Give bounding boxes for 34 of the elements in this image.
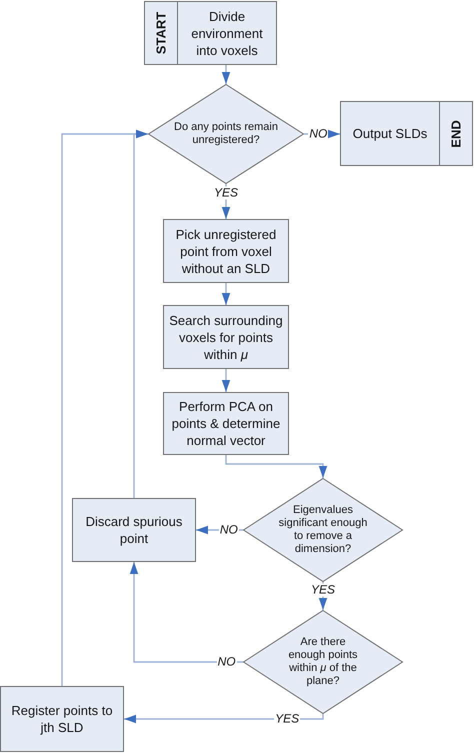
decision-text: Are there enough points within μ of the plane? — [288, 636, 358, 688]
arrow — [130, 562, 243, 663]
edge-label: NO — [308, 128, 328, 140]
arrow — [61, 130, 148, 686]
box-text: Output SLDs — [352, 125, 428, 142]
terminal-label: END — [448, 120, 464, 148]
terminal-label: START — [154, 12, 168, 54]
box-text: Search surrounding voxels for points within μ — [168, 312, 284, 362]
process-box — [163, 305, 289, 369]
process-box — [0, 686, 124, 752]
box-text: Discard spurious point — [85, 513, 183, 547]
arrow — [222, 369, 230, 392]
box-text: Perform PCA on points & determine normal vector — [171, 398, 281, 449]
decision-diamond — [243, 610, 403, 714]
edge-label: YES — [310, 584, 336, 597]
edge-label: NO — [216, 656, 237, 668]
arrow — [225, 455, 328, 478]
process-box — [72, 498, 196, 562]
arrow — [222, 283, 230, 305]
terminal-box — [144, 1, 277, 65]
edge-label: YES — [213, 186, 239, 200]
terminal-box — [340, 101, 473, 166]
edge-label: NO — [218, 524, 239, 536]
edge-label: YES — [274, 712, 300, 726]
decision-text: Eigenvalues significant enough to remove a dimension? — [278, 504, 368, 556]
process-box — [163, 219, 289, 283]
box-text: Register points to jth SLD — [10, 702, 114, 736]
decision-text: Do any points remain unregistered? — [174, 121, 278, 147]
process-box — [163, 392, 289, 455]
box-text: Pick unregistered point from voxel without an SLD — [175, 226, 277, 276]
box-text: Divide environment into voxels — [190, 8, 264, 58]
arrow — [222, 65, 230, 84]
decision-diamond — [148, 84, 304, 184]
decision-diamond — [243, 478, 403, 582]
